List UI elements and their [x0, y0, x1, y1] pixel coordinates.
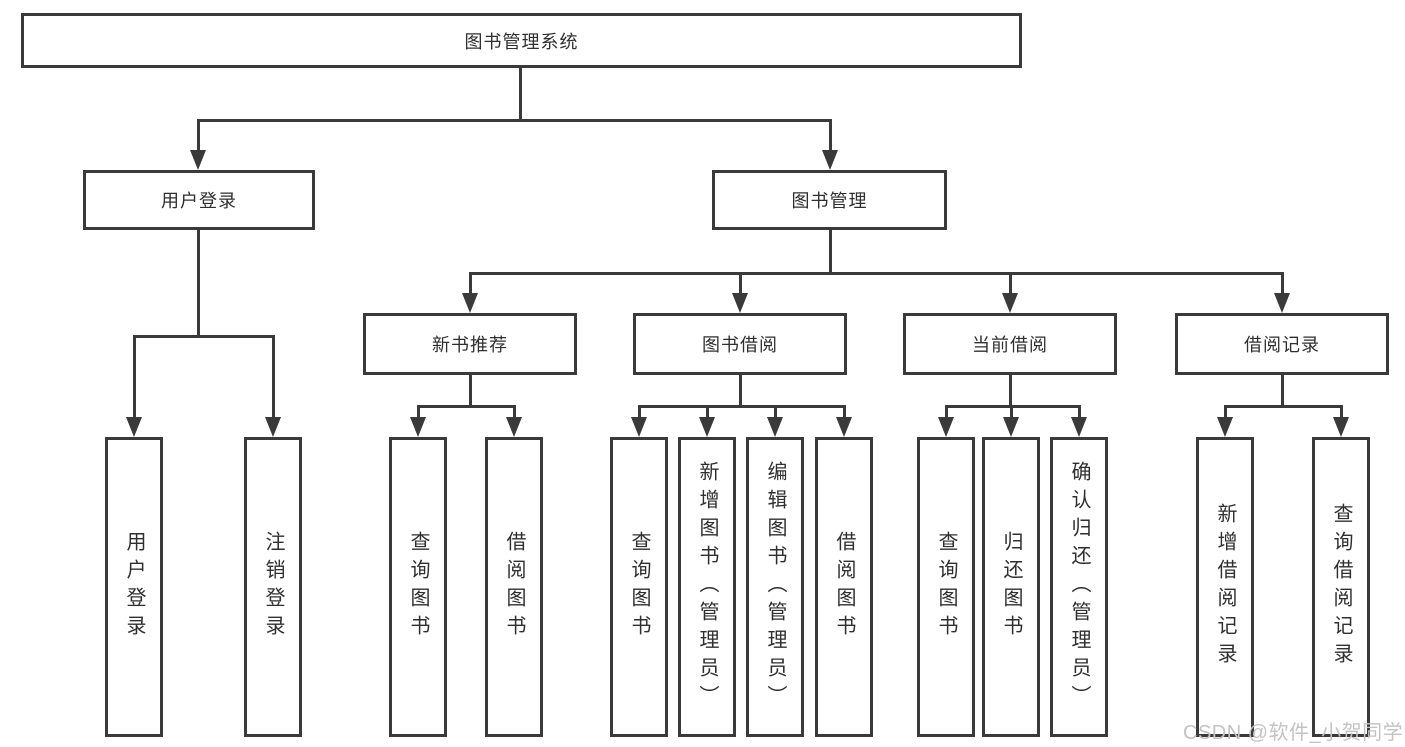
- connector-line: [1009, 272, 1012, 293]
- arrowhead-down-icon: [190, 150, 206, 170]
- node-borrowing-records-label: 借阅记录: [1244, 335, 1320, 355]
- connector-line: [272, 335, 275, 417]
- connector-line: [739, 375, 742, 405]
- arrowhead-down-icon: [1003, 417, 1019, 437]
- leaf-confirm-return: 确认归还（管理员）: [1050, 437, 1108, 737]
- leaf-borrow-books-2: 借阅图书: [815, 437, 873, 737]
- connector-line: [197, 119, 832, 122]
- leaf-add-borrow-record-label: 新增借阅记录: [1214, 503, 1236, 671]
- connector-line: [829, 230, 832, 272]
- connector-line: [469, 272, 1284, 275]
- leaf-query-books-1-label: 查询图书: [407, 531, 429, 643]
- arrowhead-down-icon: [126, 417, 142, 437]
- connector-line: [469, 375, 472, 405]
- leaf-borrow-books-2-label: 借阅图书: [833, 531, 855, 643]
- connector-line: [706, 405, 709, 417]
- connector-line: [1010, 405, 1013, 417]
- arrowhead-down-icon: [506, 417, 522, 437]
- node-root: 图书管理系统: [21, 13, 1022, 68]
- leaf-query-books-2: 查询图书: [610, 437, 668, 737]
- node-new-book-rec: 新书推荐: [363, 313, 577, 375]
- arrowhead-down-icon: [938, 417, 954, 437]
- arrowhead-down-icon: [1217, 417, 1233, 437]
- connector-line: [417, 405, 420, 417]
- leaf-logout-label: 注销登录: [262, 531, 284, 643]
- leaf-add-borrow-record: 新增借阅记录: [1196, 437, 1254, 737]
- leaf-logout: 注销登录: [244, 437, 302, 737]
- arrowhead-down-icon: [836, 417, 852, 437]
- connector-line: [519, 68, 522, 119]
- leaf-query-books-3: 查询图书: [917, 437, 975, 737]
- leaf-query-borrow-record: 查询借阅记录: [1312, 437, 1370, 737]
- arrowhead-down-icon: [1333, 417, 1349, 437]
- connector-line: [133, 335, 136, 417]
- connector-line: [1281, 272, 1284, 293]
- connector-line: [469, 272, 472, 293]
- leaf-user-login-label: 用户登录: [123, 531, 145, 643]
- node-user-login-label: 用户登录: [161, 191, 237, 211]
- connector-line: [829, 119, 832, 150]
- connector-line: [1078, 405, 1081, 417]
- arrowhead-down-icon: [1071, 417, 1087, 437]
- connector-line: [1281, 375, 1284, 405]
- arrowhead-down-icon: [822, 150, 838, 170]
- connector-line: [739, 272, 742, 293]
- leaf-add-books: 新增图书（管理员）: [678, 437, 736, 737]
- leaf-return-books: 归还图书: [982, 437, 1040, 737]
- connector-line: [638, 405, 641, 417]
- leaf-add-books-label: 新增图书（管理员）: [696, 461, 718, 713]
- arrowhead-down-icon: [631, 417, 647, 437]
- leaf-borrow-books-1-label: 借阅图书: [503, 531, 525, 643]
- connector-line: [1009, 375, 1012, 405]
- connector-line: [197, 119, 200, 150]
- connector-line: [513, 405, 516, 417]
- leaf-confirm-return-label: 确认归还（管理员）: [1068, 461, 1090, 713]
- node-user-login: 用户登录: [83, 170, 315, 230]
- node-new-book-rec-label: 新书推荐: [432, 335, 508, 355]
- connector-line: [1340, 405, 1343, 417]
- node-book-borrowing-label: 图书借阅: [702, 335, 778, 355]
- node-book-mgmt-label: 图书管理: [791, 191, 868, 211]
- leaf-query-borrow-record-label: 查询借阅记录: [1330, 503, 1352, 671]
- node-book-mgmt: 图书管理: [712, 170, 947, 230]
- connector-line: [638, 405, 846, 408]
- node-borrowing-records: 借阅记录: [1175, 313, 1389, 375]
- connector-line: [774, 405, 777, 417]
- node-book-borrowing: 图书借阅: [633, 313, 847, 375]
- arrowhead-down-icon: [1002, 293, 1018, 313]
- connector-line: [945, 405, 948, 417]
- node-current-borrowing-label: 当前借阅: [972, 335, 1048, 355]
- arrowhead-down-icon: [265, 417, 281, 437]
- arrowhead-down-icon: [732, 293, 748, 313]
- node-root-label: 图书管理系统: [464, 31, 579, 52]
- leaf-edit-books: 编辑图书（管理员）: [746, 437, 804, 737]
- connector-line: [133, 335, 275, 338]
- connector-line: [417, 405, 516, 408]
- arrowhead-down-icon: [462, 293, 478, 313]
- connector-line: [197, 230, 200, 335]
- leaf-return-books-label: 归还图书: [1000, 531, 1022, 643]
- connector-line: [1224, 405, 1343, 408]
- leaf-edit-books-label: 编辑图书（管理员）: [764, 461, 786, 713]
- connector-line: [945, 405, 1081, 408]
- arrowhead-down-icon: [699, 417, 715, 437]
- connector-line: [1224, 405, 1227, 417]
- arrowhead-down-icon: [410, 417, 426, 437]
- leaf-user-login: 用户登录: [105, 437, 163, 737]
- node-current-borrowing: 当前借阅: [903, 313, 1117, 375]
- csdn-watermark: CSDN @软件_小贺同学: [1183, 722, 1404, 744]
- leaf-query-books-3-label: 查询图书: [935, 531, 957, 643]
- arrowhead-down-icon: [767, 417, 783, 437]
- leaf-query-books-1: 查询图书: [389, 437, 447, 737]
- leaf-query-books-2-label: 查询图书: [628, 531, 650, 643]
- arrowhead-down-icon: [1274, 293, 1290, 313]
- connector-line: [843, 405, 846, 417]
- leaf-borrow-books-1: 借阅图书: [485, 437, 543, 737]
